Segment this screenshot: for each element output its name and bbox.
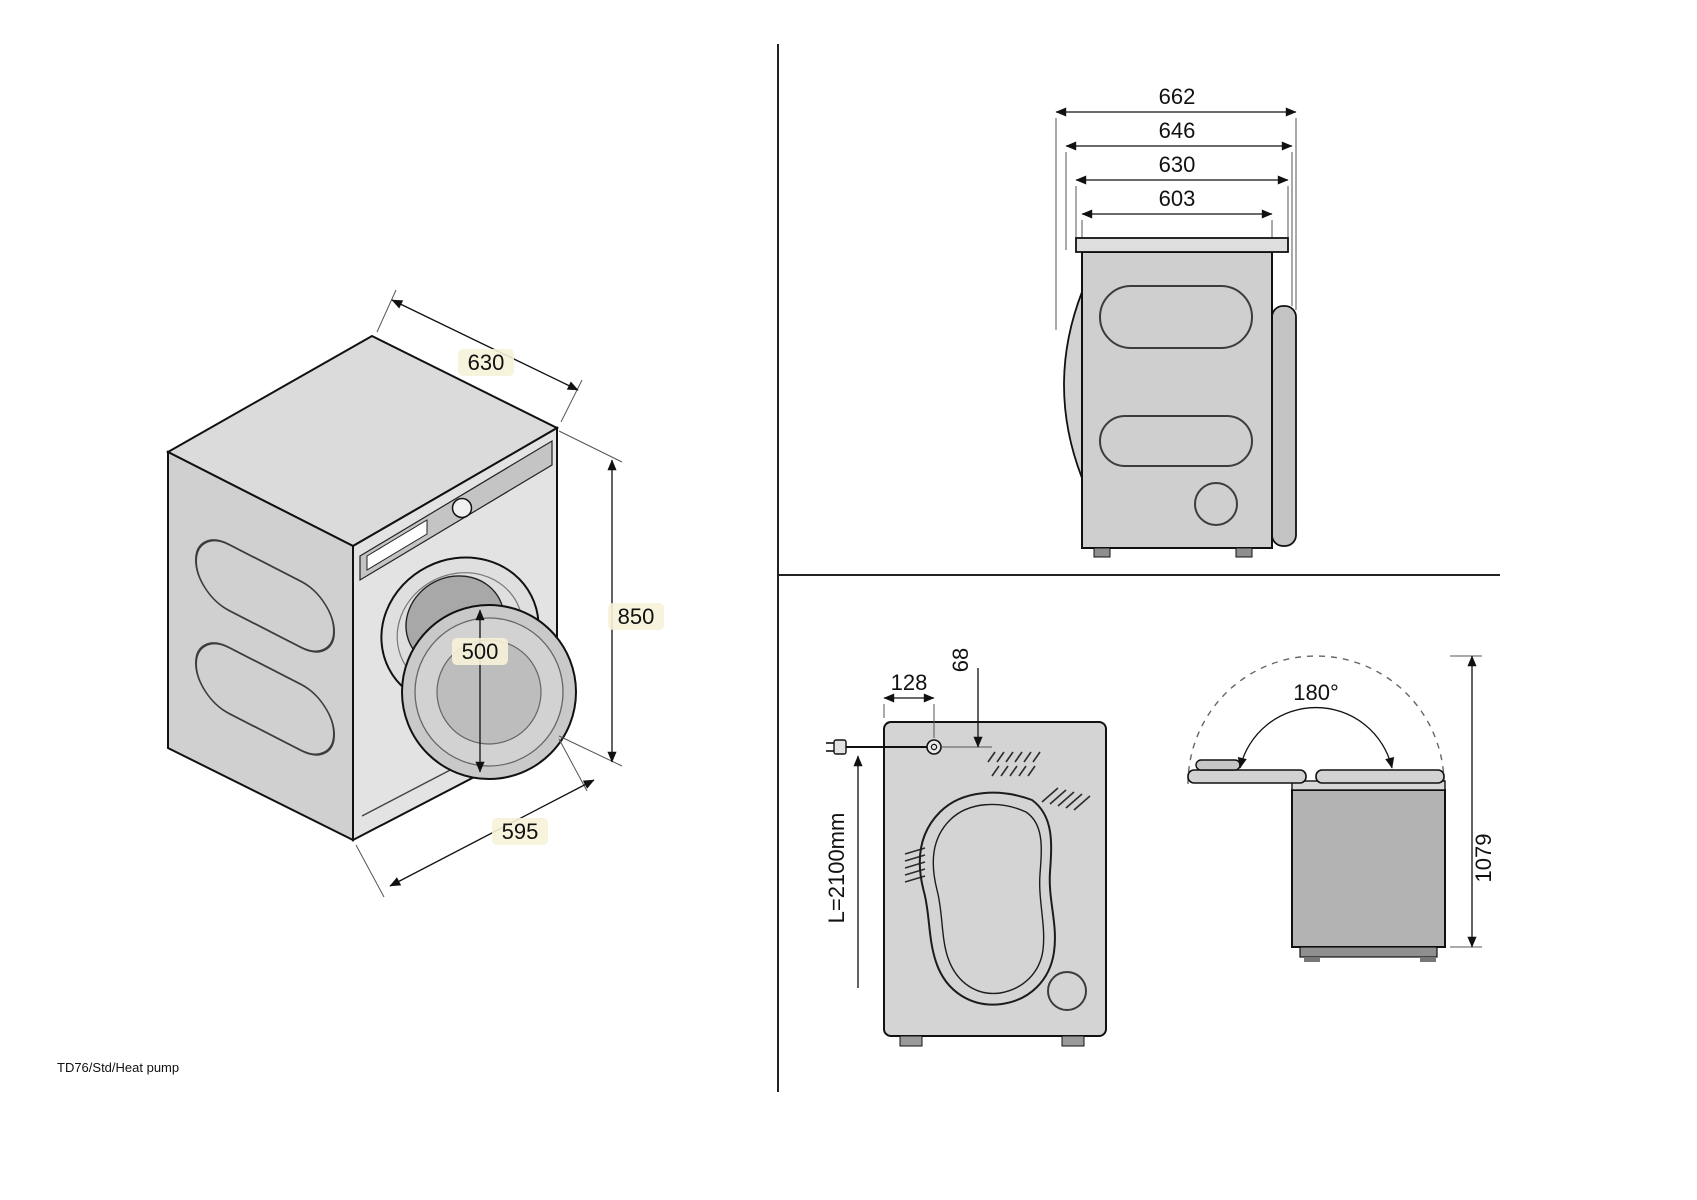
rear-body: [883, 721, 1107, 1037]
dimension-open-height: 1079: [1450, 655, 1496, 948]
lid-open-view: 180° 1079: [1187, 655, 1496, 962]
lid-foot-left: [1304, 957, 1320, 962]
cord-y-label: 68: [948, 648, 973, 672]
open-height-label: 1079: [1471, 834, 1496, 883]
opening-angle-label: 180°: [1293, 680, 1339, 705]
dimension-width: 595: [355, 738, 595, 898]
dimension-603: 603: [1081, 186, 1273, 219]
side-body: [1081, 251, 1273, 549]
rear-view: 128 68 L=2100mm: [824, 648, 1107, 1047]
cord-x-label: 128: [891, 670, 928, 695]
dimension-630: 630: [1075, 152, 1289, 185]
top-slab: [1075, 237, 1289, 253]
dimension-662: 662: [1055, 84, 1297, 117]
dimension-cord-length: L=2100mm: [824, 755, 863, 988]
rear-service-circle: [1047, 971, 1087, 1011]
model-label: TD76/Std/Heat pump: [57, 1060, 179, 1075]
cord-grommet: [926, 739, 942, 755]
dimension-height: 850: [558, 430, 664, 767]
side-view: 662 646 630 603: [1055, 84, 1297, 558]
power-cord: [826, 739, 942, 755]
cord-channel: [918, 791, 1056, 1006]
dimension-opening-angle: 180°: [1237, 680, 1395, 769]
plug-icon: [833, 739, 847, 755]
side-service-circle: [1194, 482, 1238, 526]
lid-base: [1299, 946, 1438, 958]
rear-foot-right: [1061, 1035, 1085, 1047]
side-emboss-upper: [1099, 285, 1253, 349]
side-foot-right: [1235, 547, 1253, 558]
width-label: 595: [502, 819, 539, 844]
lid-body: [1291, 789, 1446, 948]
height-label: 850: [618, 604, 655, 629]
door-bulge: [1063, 291, 1083, 479]
dim-630-label: 630: [1159, 152, 1196, 177]
lid-closed: [1315, 769, 1445, 784]
program-knob: [451, 497, 473, 519]
lid-travel-arc: [1187, 655, 1445, 785]
lid-open: [1187, 769, 1307, 784]
dimension-door: 500: [452, 609, 508, 773]
cord-length-label: L=2100mm: [824, 813, 849, 924]
vent-grilles: [904, 751, 1091, 883]
side-emboss-lower: [1099, 415, 1253, 467]
lid-foot-right: [1420, 957, 1436, 962]
dimension-depth: 630: [376, 289, 583, 423]
rear-foot-left: [899, 1035, 923, 1047]
dim-646-label: 646: [1159, 118, 1196, 143]
side-foot-left: [1093, 547, 1111, 558]
lid-handle: [1195, 759, 1241, 771]
side-emboss-panels: [195, 539, 335, 756]
depth-label: 630: [468, 350, 505, 375]
dim-603-label: 603: [1159, 186, 1196, 211]
dimension-646: 646: [1065, 118, 1293, 151]
display-window: [366, 519, 428, 571]
dimension-cord-x: 128: [883, 670, 935, 738]
dimension-cord-y: 68: [942, 648, 992, 748]
door-diameter-label: 500: [462, 639, 499, 664]
rear-panel: [1271, 305, 1297, 547]
isometric-view: 630 850 500 595: [165, 289, 664, 898]
dim-662-label: 662: [1159, 84, 1196, 109]
